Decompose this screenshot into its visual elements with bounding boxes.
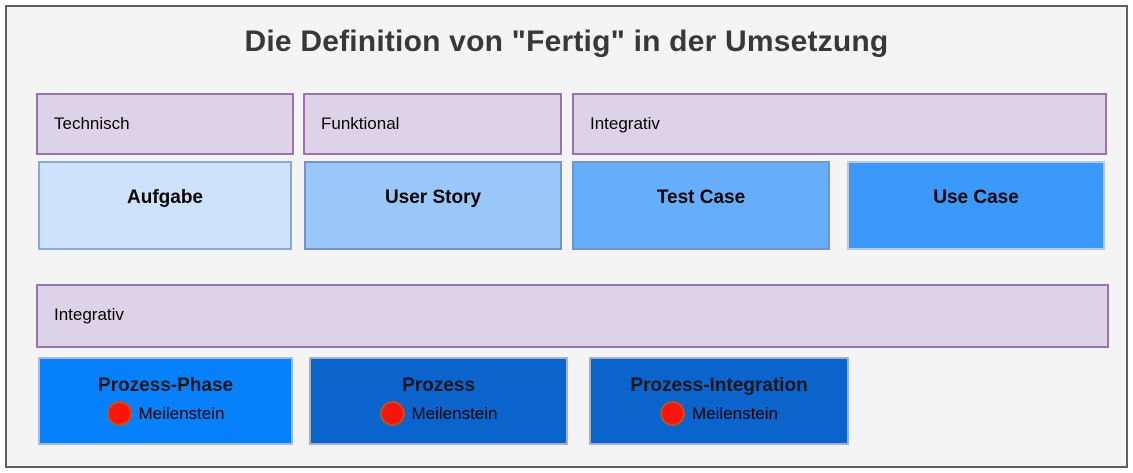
page-title: Die Definition von "Fertig" in der Umset… [244, 25, 889, 58]
milestone-label: Meilenstein [692, 403, 778, 423]
milestone-label: Meilenstein [138, 403, 225, 423]
milestone-row: Meilenstein [591, 401, 847, 426]
category-header-funktional: Funktional [303, 93, 562, 155]
milestone-row: Meilenstein [311, 401, 566, 426]
diagram-frame: Die Definition von "Fertig" in der Umset… [5, 5, 1128, 468]
card-title: User Story [384, 187, 482, 208]
card-title: Prozess-Integration [630, 375, 808, 396]
card-use-case: Use Case [847, 161, 1105, 250]
card-aufgabe: Aufgabe [38, 161, 292, 250]
card-title: Prozess [402, 375, 475, 396]
card-title: Test Case [656, 187, 746, 208]
card-prozess-phase: Prozess-Phase Meilenstein [38, 357, 293, 445]
milestone-row: Meilenstein [40, 401, 291, 426]
card-title: Aufgabe [127, 187, 203, 208]
category-header-label: Integrativ [590, 114, 660, 133]
card-title: Use Case [933, 187, 1019, 208]
category-header-label: Funktional [321, 114, 400, 133]
milestone-icon [660, 401, 685, 426]
card-test-case: Test Case [572, 161, 830, 250]
milestone-label: Meilenstein [411, 403, 498, 423]
card-title: Prozess-Phase [97, 375, 234, 396]
card-prozess-integration: Prozess-Integration Meilenstein [589, 357, 849, 445]
category-header-integrativ-bottom: Integrativ [36, 284, 1109, 348]
category-header-label: Technisch [54, 114, 130, 133]
category-header-technisch: Technisch [36, 93, 294, 155]
milestone-icon [379, 401, 405, 426]
card-prozess: Prozess Meilenstein [309, 357, 568, 445]
card-user-story: User Story [304, 161, 562, 250]
category-header-integrativ: Integrativ [572, 93, 1107, 155]
category-header-label: Integrativ [54, 305, 124, 324]
milestone-icon [106, 401, 132, 426]
